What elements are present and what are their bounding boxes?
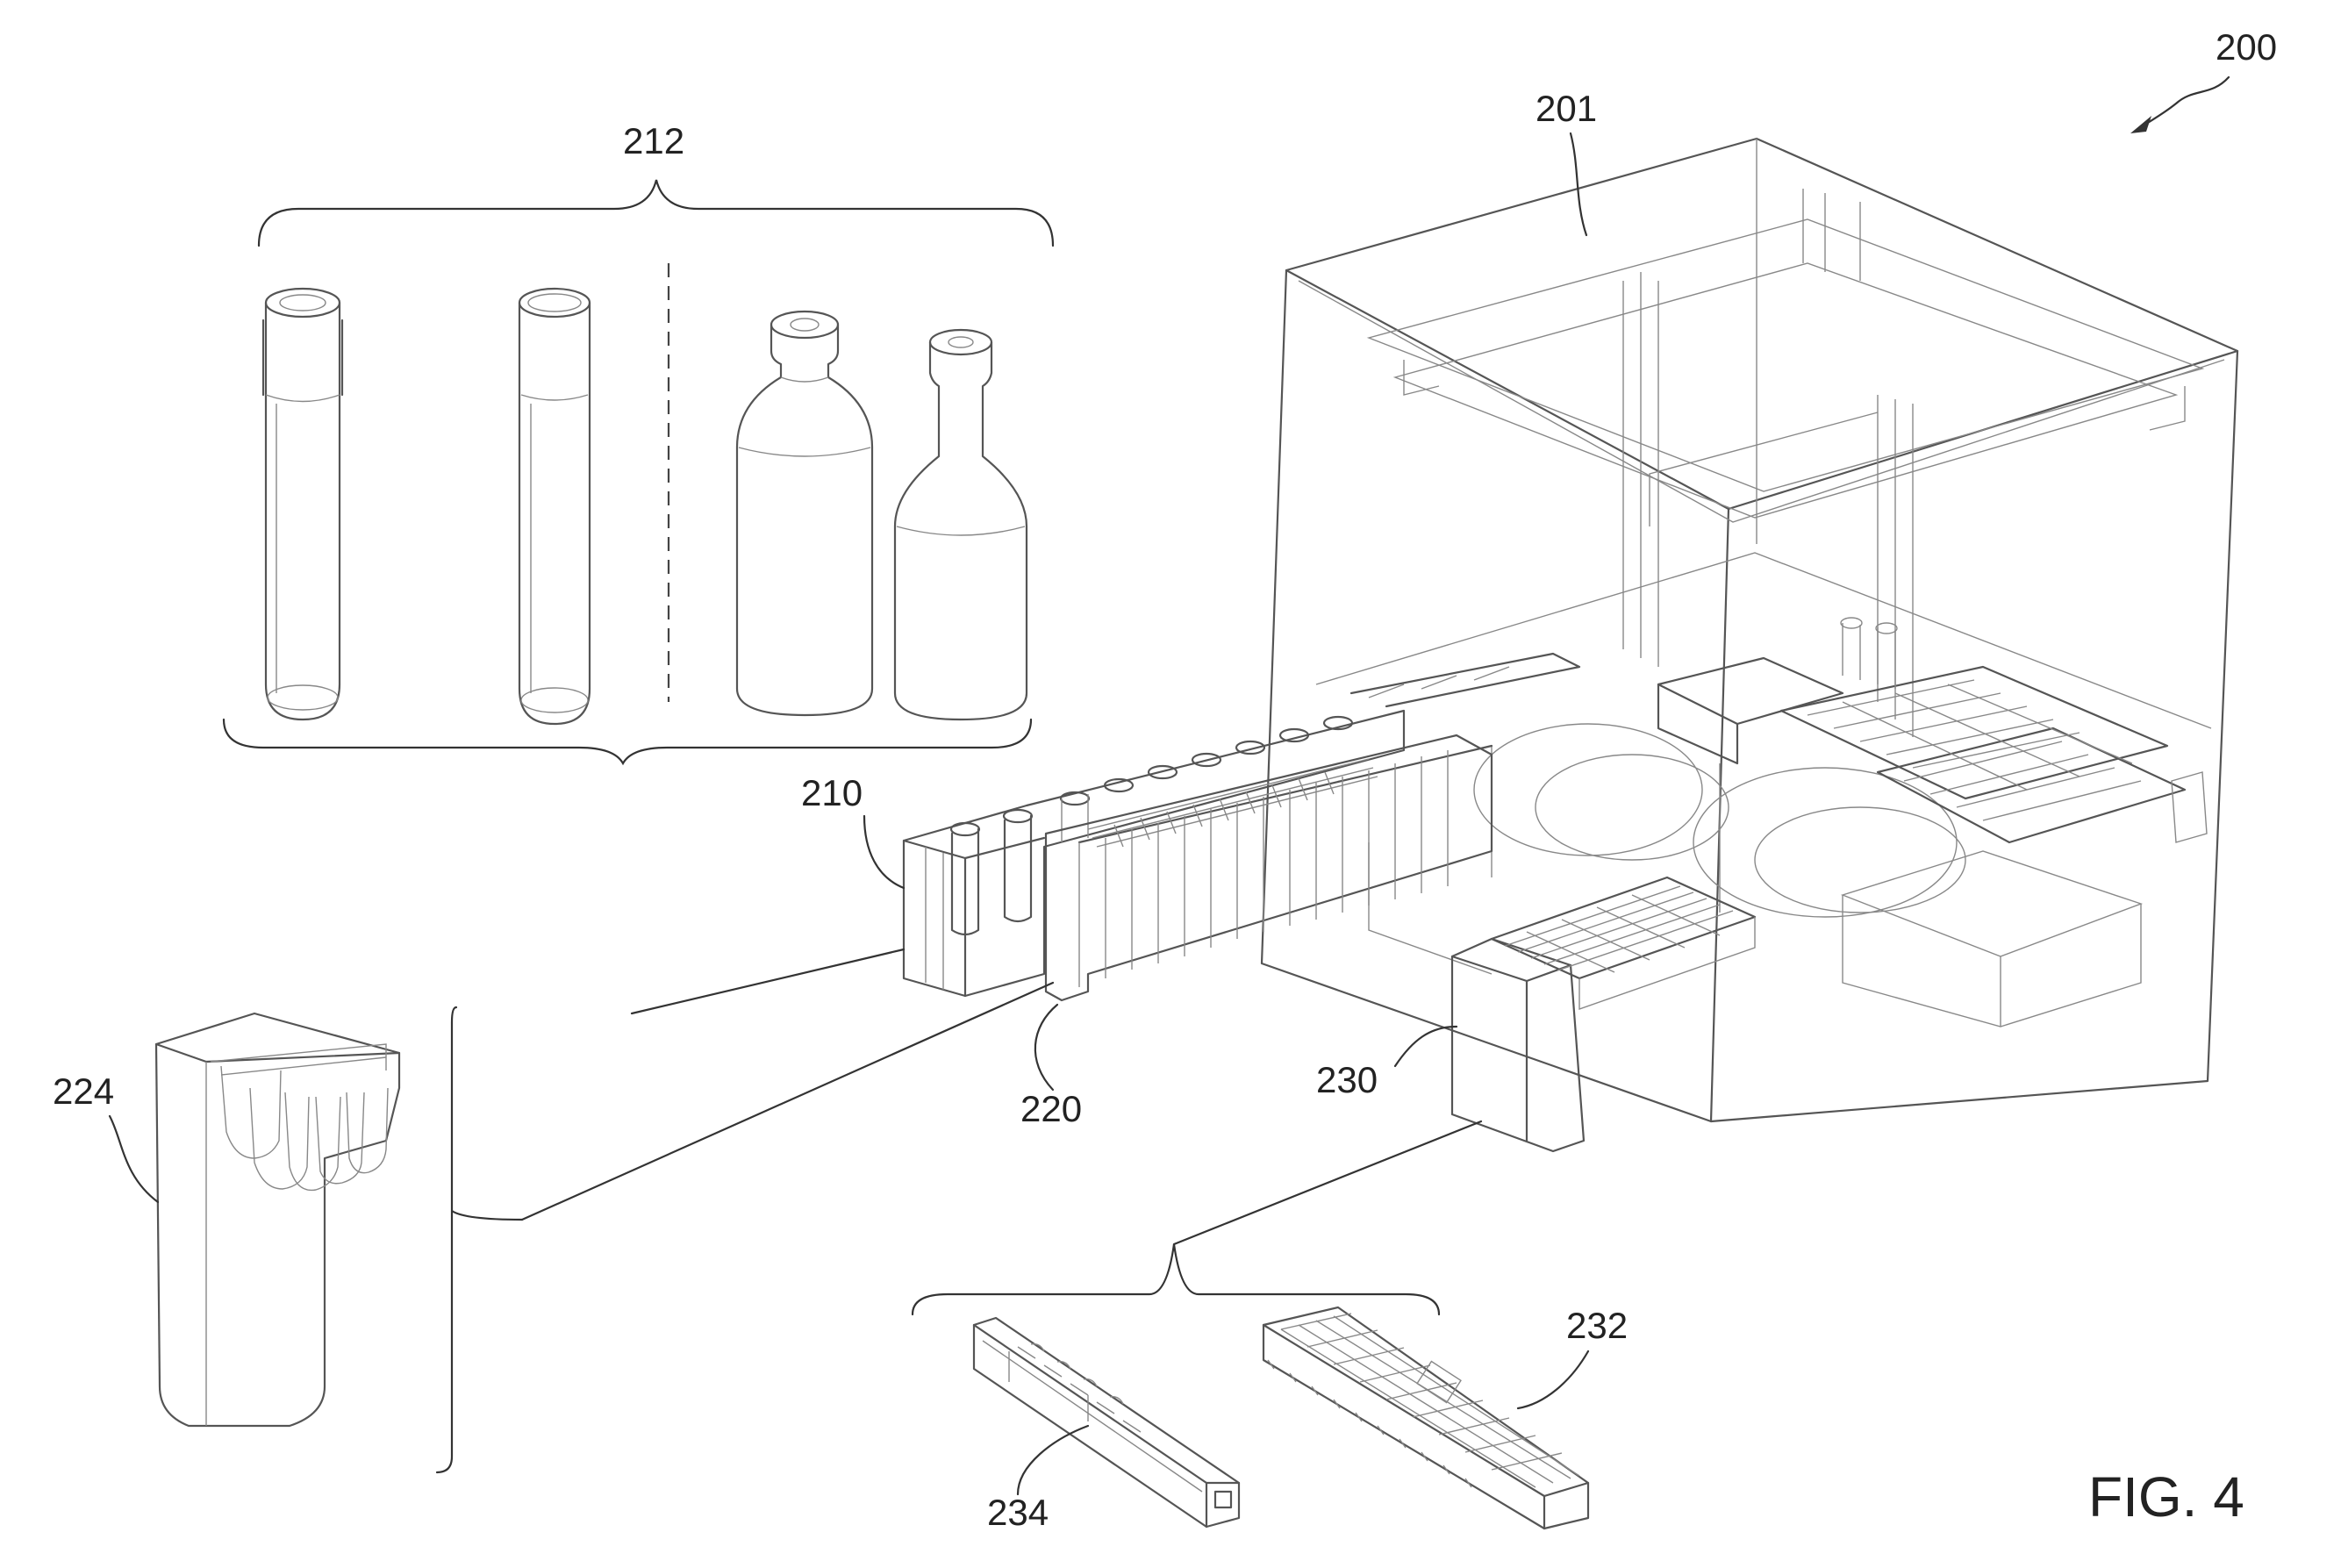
leader-210-to-224 <box>630 948 906 1015</box>
ref-232-leader <box>1516 1350 1590 1410</box>
cartridge-rack-220 <box>1044 652 1581 1002</box>
ref-220-group: 220 <box>1020 1003 1082 1129</box>
ref-224: 224 <box>53 1070 114 1112</box>
ref-220-leader <box>1034 1003 1059 1092</box>
ref-232-group: 232 <box>1516 1305 1628 1410</box>
housing-top-edge <box>1285 268 2239 511</box>
ref-234-group: 234 <box>987 1424 1090 1533</box>
bottle-1 <box>893 328 1028 721</box>
ref-210: 210 <box>801 772 863 813</box>
ref-200: 200 <box>2216 26 2277 68</box>
brace-224 <box>435 1006 458 1474</box>
plate-232-wells <box>1280 1313 1580 1488</box>
ref-212: 212 <box>623 120 684 161</box>
ref-230: 230 <box>1316 1059 1378 1100</box>
cartridge-224-body <box>154 1012 401 1428</box>
housing-outline <box>1260 137 2239 1123</box>
rack-220-body <box>1044 734 1493 1002</box>
ref-234: 234 <box>987 1492 1049 1533</box>
leader-220-to-224 <box>520 981 1055 1221</box>
ref-201-leader <box>1569 132 1588 237</box>
ref-224-leader <box>108 1114 160 1204</box>
ref-210-leader <box>863 814 906 890</box>
ref-220: 220 <box>1020 1088 1082 1129</box>
figure-label: FIG. 4 <box>2088 1465 2244 1529</box>
ref-200-arrowhead <box>2130 116 2151 133</box>
ref-230-group: 230 <box>1316 1025 1458 1100</box>
ref-200-group: 200 <box>2130 26 2277 133</box>
plate-232-body <box>1262 1306 1590 1530</box>
container-group-212: 212 <box>222 120 1055 766</box>
vial-1 <box>735 310 874 717</box>
ref-200-leader <box>2139 75 2230 129</box>
ref-232: 232 <box>1566 1305 1628 1346</box>
tray-230 <box>1450 876 1757 1153</box>
test-tube-1 <box>261 287 344 721</box>
ref-230-leader <box>1393 1025 1458 1068</box>
ref-224-group: 224 <box>53 1070 160 1204</box>
internal-plates <box>1657 656 2187 844</box>
brace-212-bottom <box>222 718 1033 766</box>
ref-210-group: 210 <box>801 772 906 890</box>
cartridge-224 <box>154 1012 401 1428</box>
ref-201-group: 201 <box>1536 88 1597 237</box>
instrument-housing <box>1260 137 2239 1123</box>
plate-232 <box>1262 1306 1590 1530</box>
test-tube-2 <box>518 287 591 726</box>
brace-232-234 <box>911 1243 1441 1316</box>
rack-210-body <box>902 709 1406 998</box>
brace-212 <box>257 179 1055 247</box>
leader-230-to-brace <box>1172 1120 1483 1246</box>
sample-rack-210 <box>902 709 1406 998</box>
ref-201: 201 <box>1536 88 1597 129</box>
strip-234-body <box>972 1316 1241 1529</box>
rack-tubes <box>949 715 1354 936</box>
ref-234-leader <box>1016 1424 1090 1496</box>
strip-234 <box>972 1316 1241 1529</box>
